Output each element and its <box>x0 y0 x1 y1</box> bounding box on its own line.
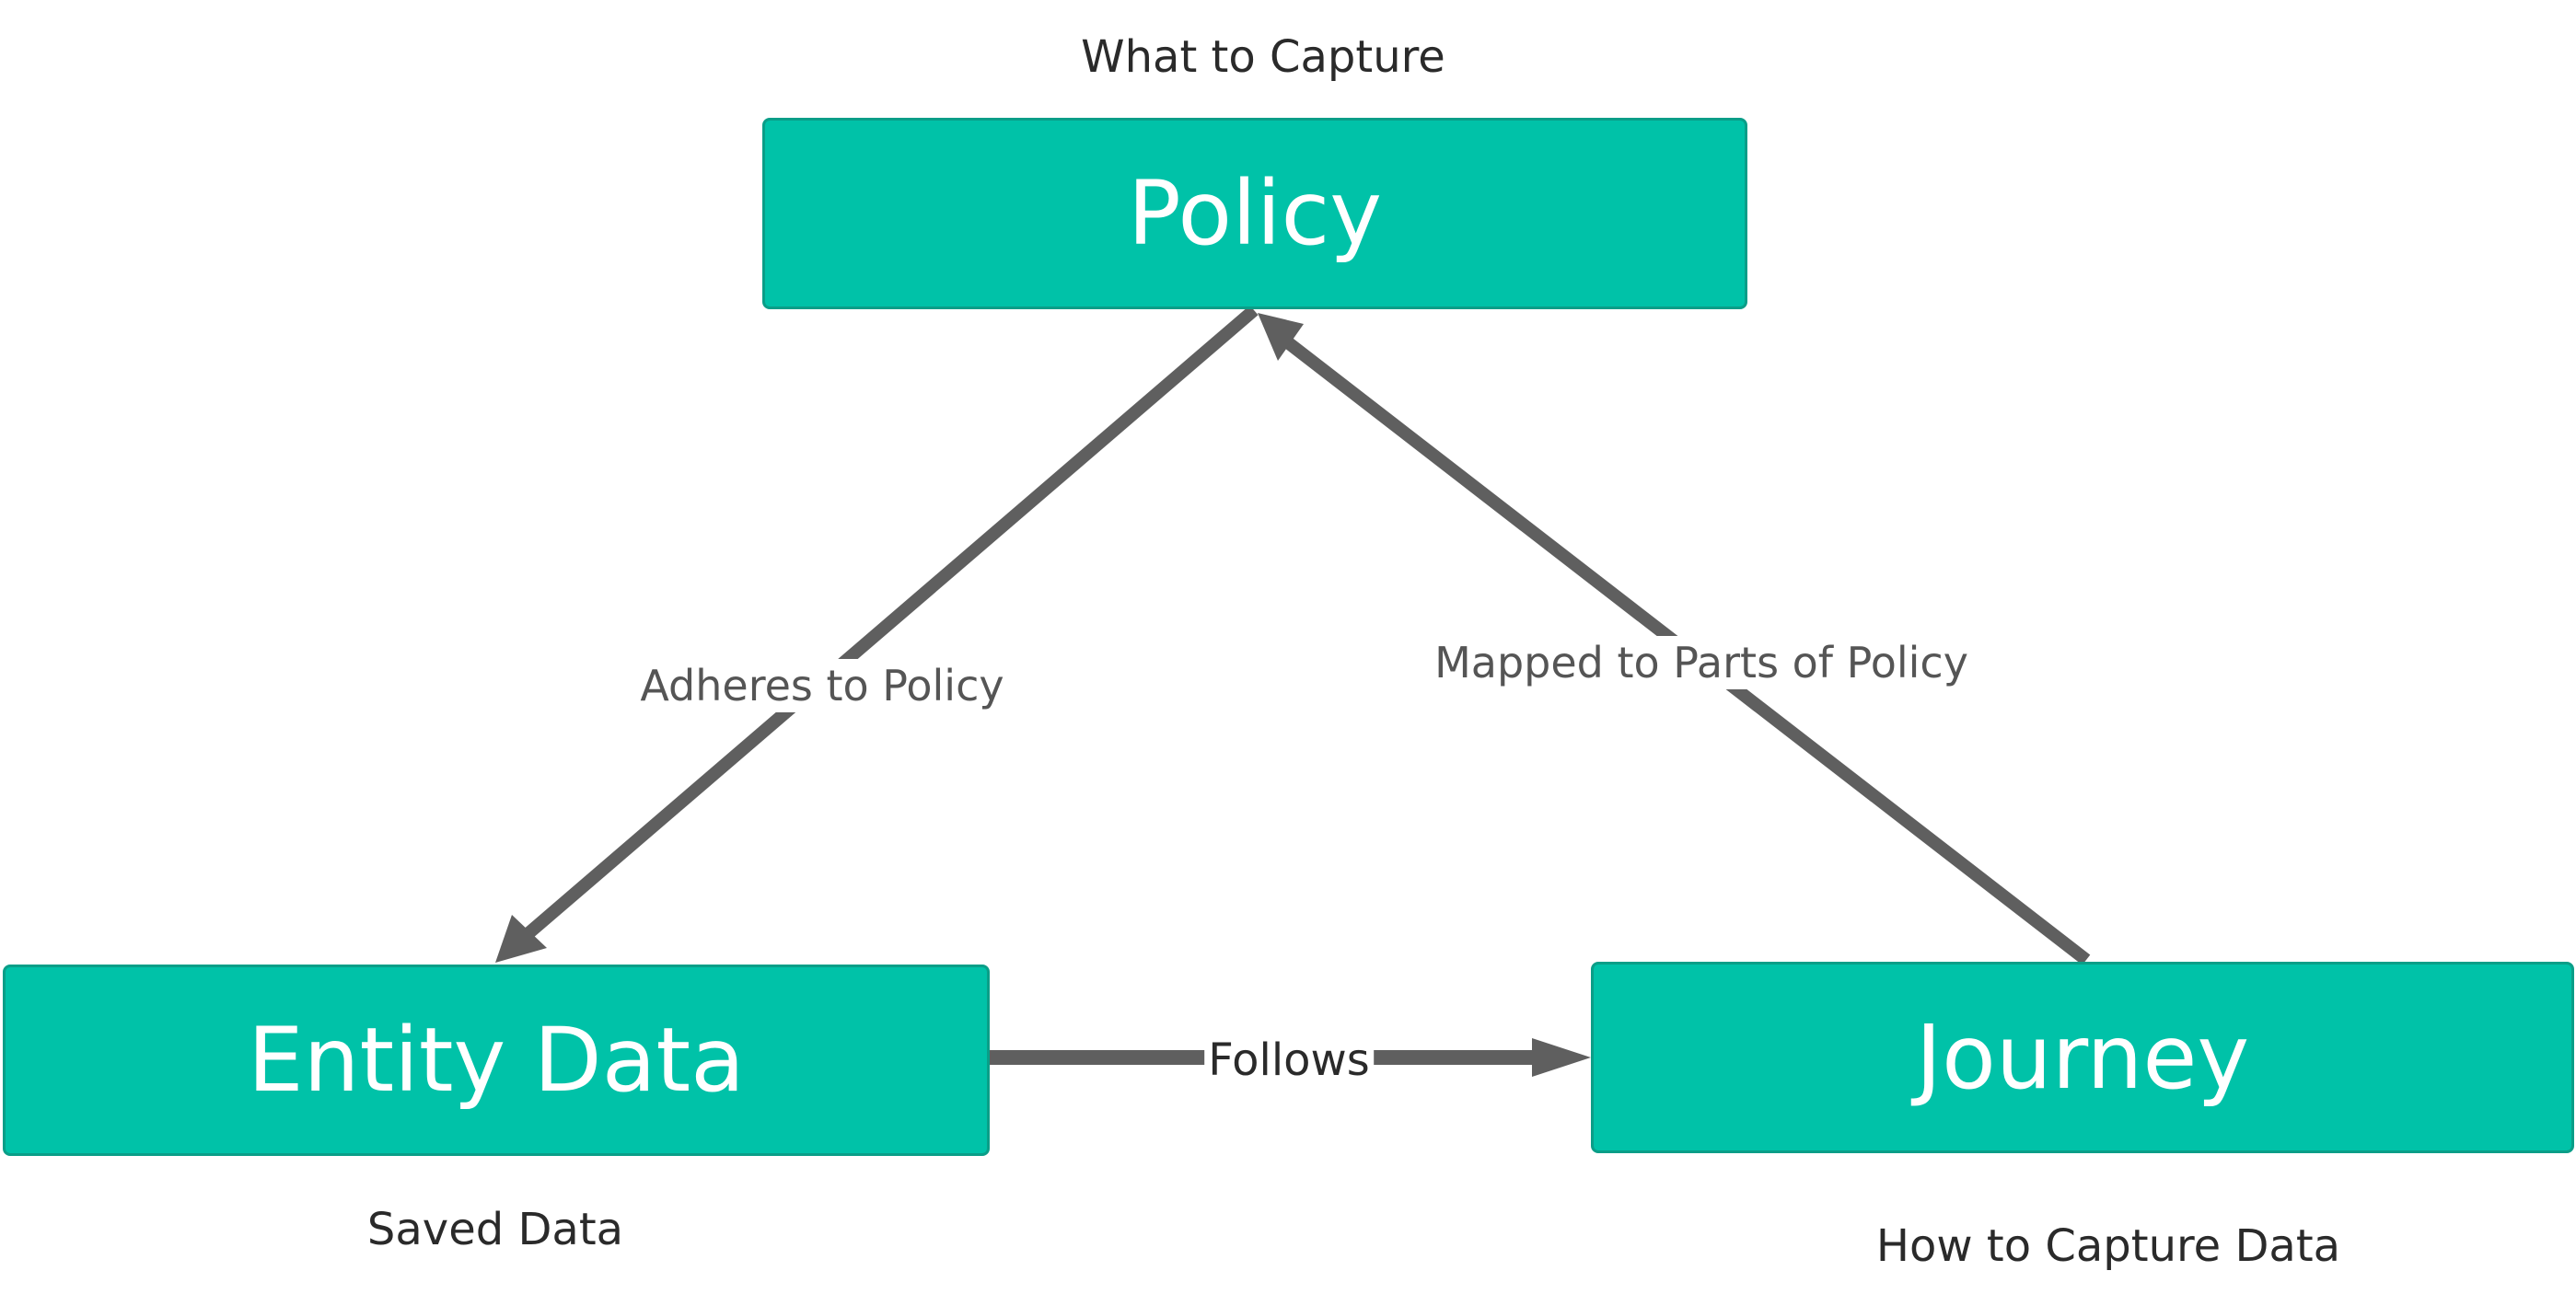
policy-caption: What to Capture <box>1081 31 1445 83</box>
edge-follows-label: Follows <box>1204 1034 1374 1086</box>
journey-caption: How to Capture Data <box>1875 1220 2341 1272</box>
edge-mapped-label: Mapped to Parts of Policy <box>1429 636 1974 689</box>
edge-mapped-arrowhead <box>1258 313 1304 361</box>
node-journey-label: Journey <box>1915 1006 2250 1109</box>
node-policy-label: Policy <box>1127 162 1383 265</box>
entity-data-caption: Saved Data <box>366 1204 624 1255</box>
node-journey[interactable]: Journey <box>1591 962 2574 1153</box>
node-policy[interactable]: Policy <box>762 118 1747 309</box>
node-entity-data[interactable]: Entity Data <box>3 965 990 1156</box>
node-entity-data-label: Entity Data <box>248 1009 745 1112</box>
edge-adheres-label: Adheres to Policy <box>634 659 1010 712</box>
edge-adheres-arrowhead <box>495 915 547 963</box>
edge-adheres-line <box>523 305 1259 940</box>
edge-follows-arrowhead <box>1532 1038 1591 1077</box>
